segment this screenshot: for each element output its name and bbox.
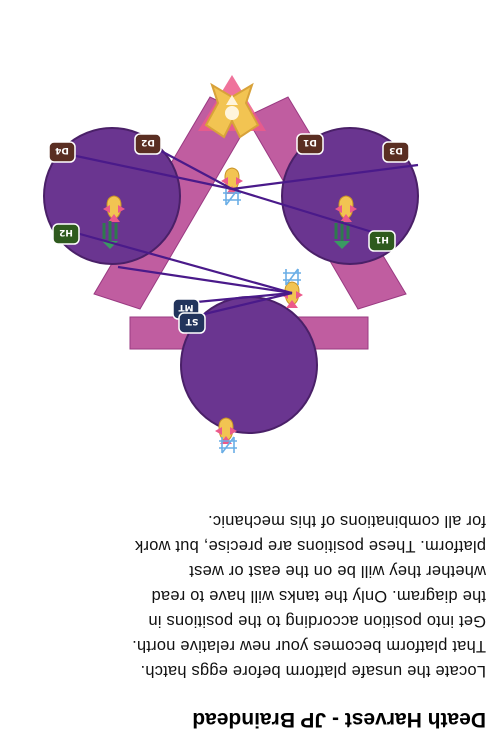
description-line: for all combinations of this mechanic. — [207, 512, 486, 530]
svg-text:D3: D3 — [389, 145, 403, 155]
marker-h2: H2 — [52, 223, 80, 245]
svg-text:D1: D1 — [303, 137, 317, 147]
text-block: Death Harvest - JP Braindead Locate the … — [12, 508, 486, 731]
marker-d3: D3 — [382, 141, 410, 163]
positions-diagram: D1 D2 D3 D4 H1 H2 MT ST — [43, 75, 419, 454]
svg-text:ST: ST — [185, 316, 198, 326]
marker-d1: D1 — [296, 133, 324, 155]
marker-h1: H1 — [368, 230, 396, 252]
page-title: Death Harvest - JP Braindead — [192, 708, 486, 731]
marker-st: ST — [178, 312, 206, 334]
boss-icon — [198, 75, 266, 139]
tether-line — [61, 151, 233, 191]
svg-text:D4: D4 — [55, 145, 69, 155]
svg-text:MT: MT — [178, 302, 194, 312]
description-line: That platform becomes your new relative … — [131, 637, 486, 655]
tether-line — [191, 291, 293, 319]
tether-line — [147, 143, 233, 190]
tether-line — [61, 227, 293, 295]
tether-line — [185, 291, 293, 305]
marker-d2: D2 — [134, 133, 162, 155]
description-line: platform. These positions are precise, b… — [134, 537, 486, 555]
marker-d4: D4 — [48, 141, 76, 163]
tether-line — [117, 265, 293, 295]
tethers — [61, 143, 419, 319]
description: Locate the unsafe platform before eggs h… — [12, 508, 486, 683]
svg-text:H2: H2 — [59, 227, 73, 237]
tether-line — [231, 187, 383, 237]
tether-line — [231, 163, 419, 191]
svg-text:H1: H1 — [375, 234, 389, 244]
description-line: the diagram. Only the tanks will have to… — [151, 587, 486, 605]
svg-text:D2: D2 — [141, 137, 155, 147]
platform-west — [281, 127, 419, 265]
description-line: Locate the unsafe platform before eggs h… — [140, 662, 486, 680]
description-line: Get into position according to the posit… — [148, 612, 486, 630]
description-line: whether they will be on the east or west — [189, 562, 486, 580]
